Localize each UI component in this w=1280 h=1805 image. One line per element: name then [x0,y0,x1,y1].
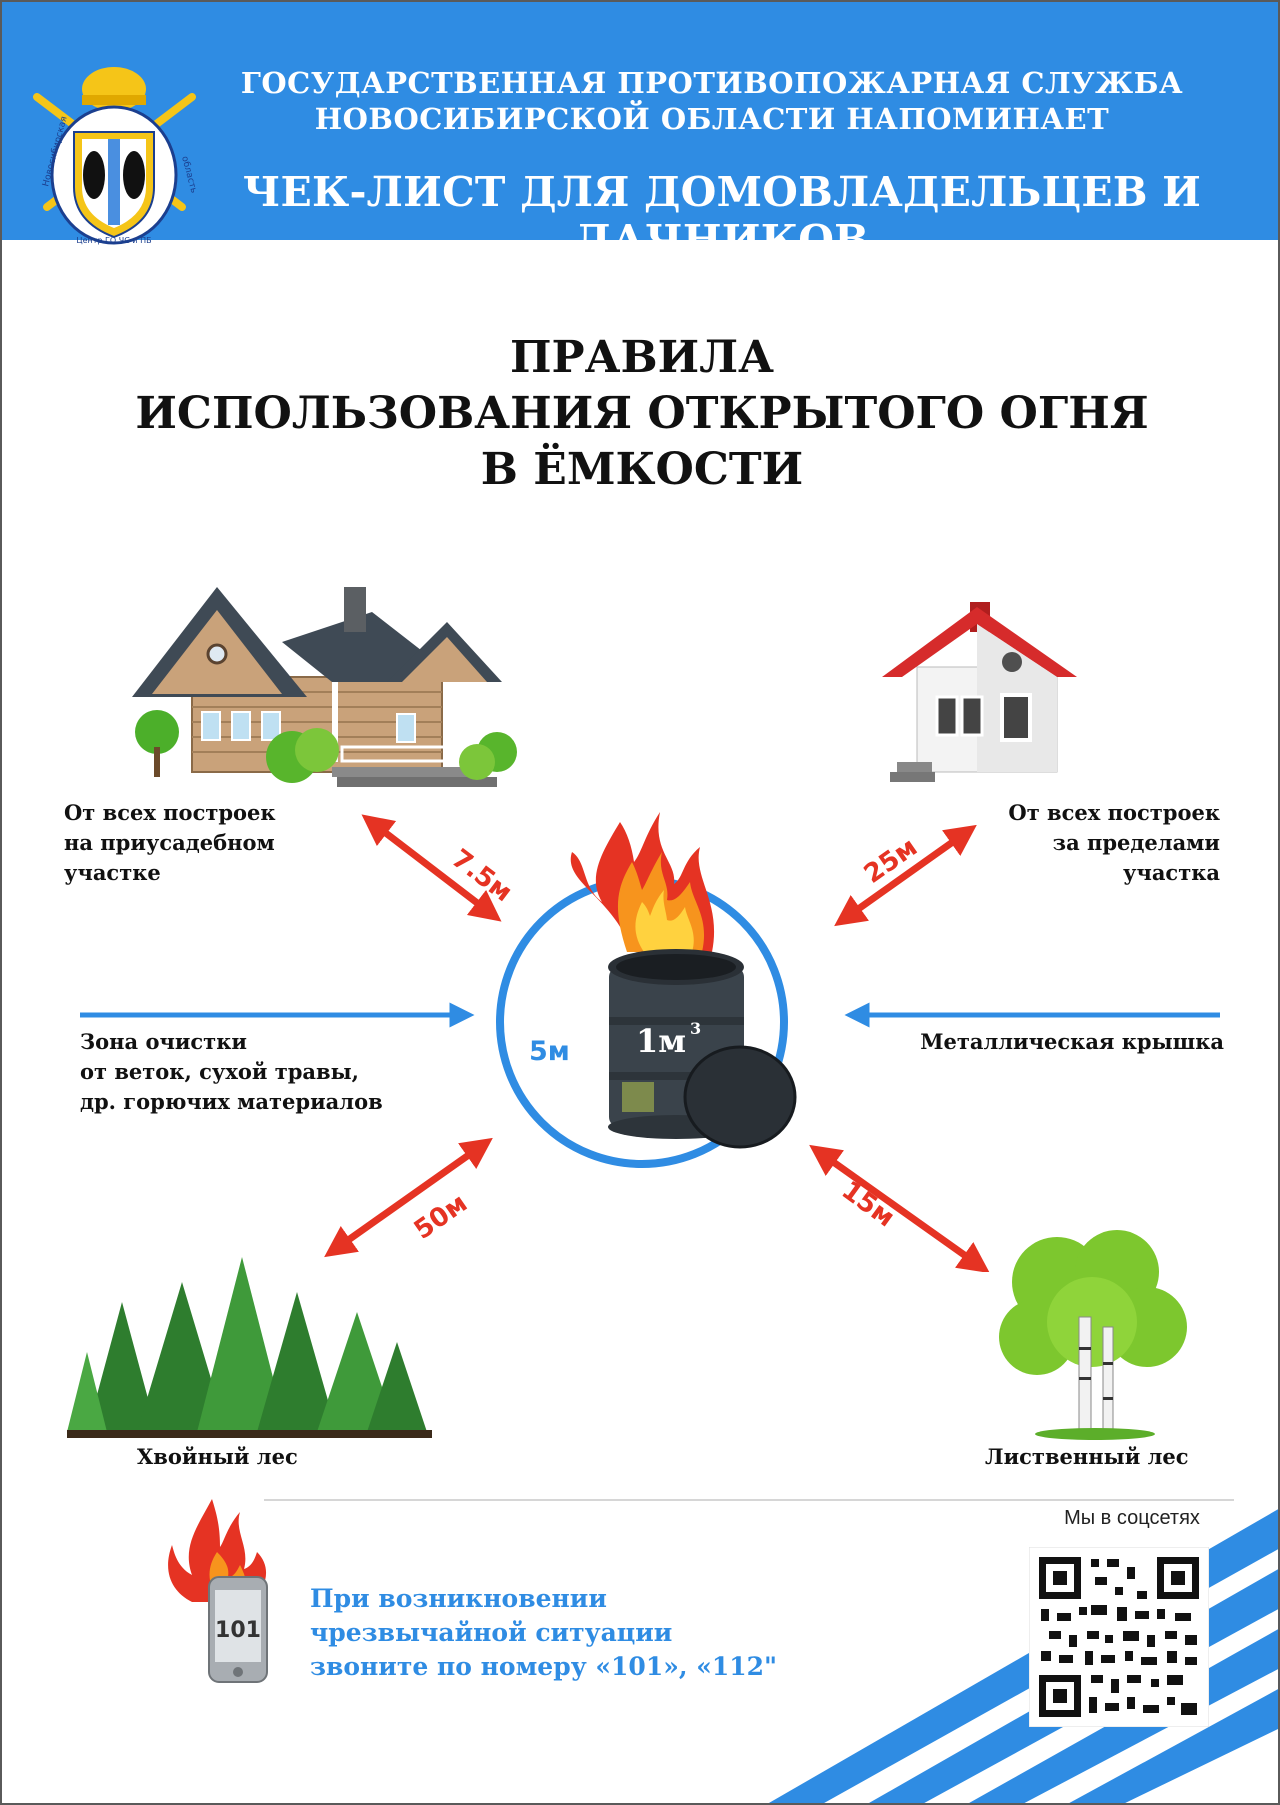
arrow-15m [809,1144,990,1272]
birch-tree-icon [999,1230,1187,1440]
header-line-1: ГОСУДАРСТВЕННАЯ ПРОТИВОПОЖАРНАЯ СЛУЖБА [240,66,1184,100]
conifer-forest-icon [67,1257,432,1438]
social-label: Мы в соцсетях [1064,1507,1200,1529]
title-line-2: ИСПОЛЬЗОВАНИЯ ОТКРЫТОГО ОГНЯ [135,388,1149,439]
distance-25m: 25м [859,832,923,890]
page-title: ПРАВИЛА ИСПОЛЬЗОВАНИЯ ОТКРЫТОГО ОГНЯ В Ё… [2,330,1278,498]
barrel-fire-icon: 1м 3 [570,812,797,1149]
distance-7-5m: 7.5м [446,844,518,908]
qr-code-icon[interactable] [1029,1547,1209,1727]
arrow-50m [324,1137,493,1258]
radius-5m: 5м [529,1036,570,1067]
label-mid-left: Зона очистки от веток, сухой травы, др. … [80,1029,383,1114]
emblem-icon: Новосибирская область Центр ГО,ЧС и ПБ [33,67,197,245]
phone-fire-icon: 101 [168,1499,268,1683]
barrel-volume: 1м [636,1022,686,1060]
divider-line [264,1499,1234,1501]
distance-50m: 50м [409,1188,473,1246]
barrel-volume-sup: 3 [690,1019,701,1038]
white-house-icon [882,602,1077,782]
label-top-right: От всех построек за пределами участка [1008,800,1220,885]
distance-diagram: 7.5м 25м 50м 15м 5м 1м 3 [80,812,1220,1272]
arrow-7-5m [361,814,502,922]
label-mid-right: Металлическая крышка [920,1029,1224,1054]
label-deciduous-forest: Лиственный лес [985,1444,1189,1469]
title-line-1: ПРАВИЛА [510,332,774,383]
label-conifer-forest: Хвойный лес [137,1444,298,1469]
phone-number-101: 101 [215,1618,261,1643]
header-banner: Новосибирская область Центр ГО,ЧС и ПБ Г… [2,2,1278,264]
arrow-25m [834,824,977,927]
wooden-house-icon [132,587,517,787]
title-line-3: В ЁМКОСТИ [480,444,804,495]
label-top-left: От всех построек на приусадебном участке [64,800,276,885]
emblem-text-bottom: Центр ГО,ЧС и ПБ [76,236,151,245]
emergency-text: При возникновении чрезвычайной ситуации … [310,1584,778,1681]
header-title: ЧЕК-ЛИСТ ДЛЯ ДОМОВЛАДЕЛЬЦЕВ И ДАЧНИКОВ [242,168,1202,264]
header-line-2: НОВОСИБИРСКОЙ ОБЛАСТИ НАПОМИНАЕТ [314,102,1110,136]
